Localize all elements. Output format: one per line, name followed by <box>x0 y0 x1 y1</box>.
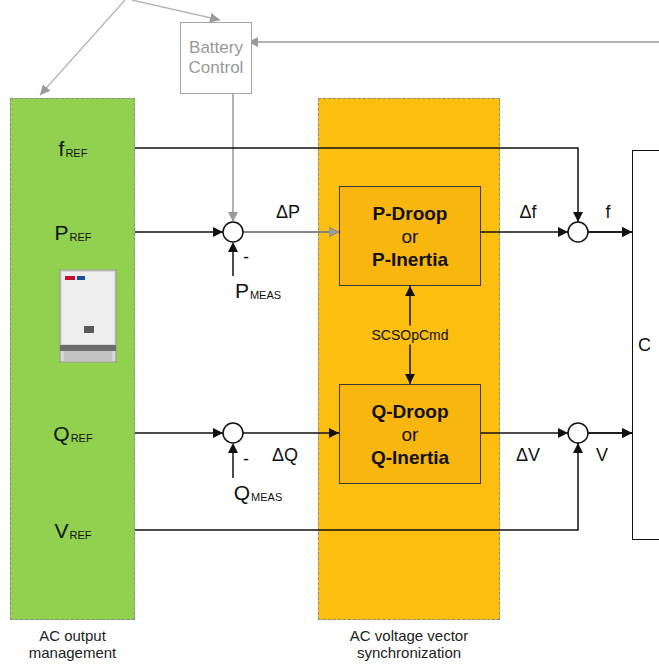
battery-control-box: Battery Control <box>180 22 252 94</box>
signal-name: QMEAS <box>234 481 283 503</box>
inverter-picture <box>60 270 116 362</box>
summing-circle <box>568 423 588 443</box>
signal-name: PREF <box>54 221 91 243</box>
signal-arrow <box>135 148 632 232</box>
sync-panel: P-DrooporP-InertiaQ-DrooporQ-InertiaAC v… <box>318 98 500 620</box>
sign-mark: - <box>243 449 249 470</box>
summing-circle <box>223 423 243 443</box>
arrow-head <box>228 212 238 222</box>
box-text: or <box>402 423 419 446</box>
signal-arrow <box>233 94 339 232</box>
droop-box: P-DrooporP-Inertia <box>339 186 481 286</box>
panel-heading: AC voltage vector synchronization <box>334 627 484 661</box>
box-text: Q-Droop <box>371 400 448 423</box>
inverter-body <box>60 270 116 362</box>
command-label: SCSOpCmd <box>368 326 451 345</box>
signal-name: f <box>605 202 610 223</box>
box-text: Battery Control <box>184 38 248 78</box>
leader-line <box>40 0 125 95</box>
signal-name: ΔP <box>276 202 300 223</box>
inverter-logo <box>65 276 75 280</box>
feedback-wire <box>248 41 659 43</box>
output-panel: AC output management <box>10 98 135 620</box>
illustration-layer <box>40 0 659 362</box>
arrow-head <box>573 443 583 453</box>
panel-heading: AC output management <box>8 627 138 661</box>
inverter-base <box>64 351 112 361</box>
box-text: C <box>638 335 651 356</box>
box-text: Q-Inertia <box>371 446 449 469</box>
signal-name: ΔV <box>516 445 540 466</box>
arrow-head <box>228 443 238 453</box>
box-text: P-Droop <box>373 202 448 225</box>
arrow-head <box>558 227 568 237</box>
signal-name: Δf <box>519 202 536 223</box>
signal-name: ΔQ <box>272 445 298 466</box>
inverter-logo <box>77 276 85 280</box>
summing-circle <box>223 222 243 242</box>
inverter-band <box>60 345 116 351</box>
measure-wire <box>232 451 234 478</box>
summing-points <box>213 212 588 478</box>
arrow-head <box>213 428 223 438</box>
arrow-head <box>573 212 583 222</box>
inverter-face <box>62 272 114 344</box>
signal-name: VREF <box>54 519 91 541</box>
arrow-head <box>228 242 238 252</box>
measure-wire <box>232 250 234 276</box>
box-text: P-Inertia <box>372 248 448 271</box>
leader-line <box>132 0 220 20</box>
signal-name: PMEAS <box>235 279 281 301</box>
sign-mark: - <box>243 247 249 268</box>
arrow-head <box>558 428 568 438</box>
inverter-display <box>84 326 94 333</box>
signal-name: fREF <box>59 137 88 159</box>
arrow-head <box>213 227 223 237</box>
connector-layer <box>135 94 632 530</box>
signal-name: V <box>596 445 608 466</box>
droop-box: Q-DrooporQ-Inertia <box>339 384 481 484</box>
box-text: or <box>402 225 419 248</box>
output-block: C <box>632 150 659 540</box>
signal-arrow <box>135 433 632 530</box>
signal-name: QREF <box>53 422 92 444</box>
summing-circle <box>568 222 588 242</box>
